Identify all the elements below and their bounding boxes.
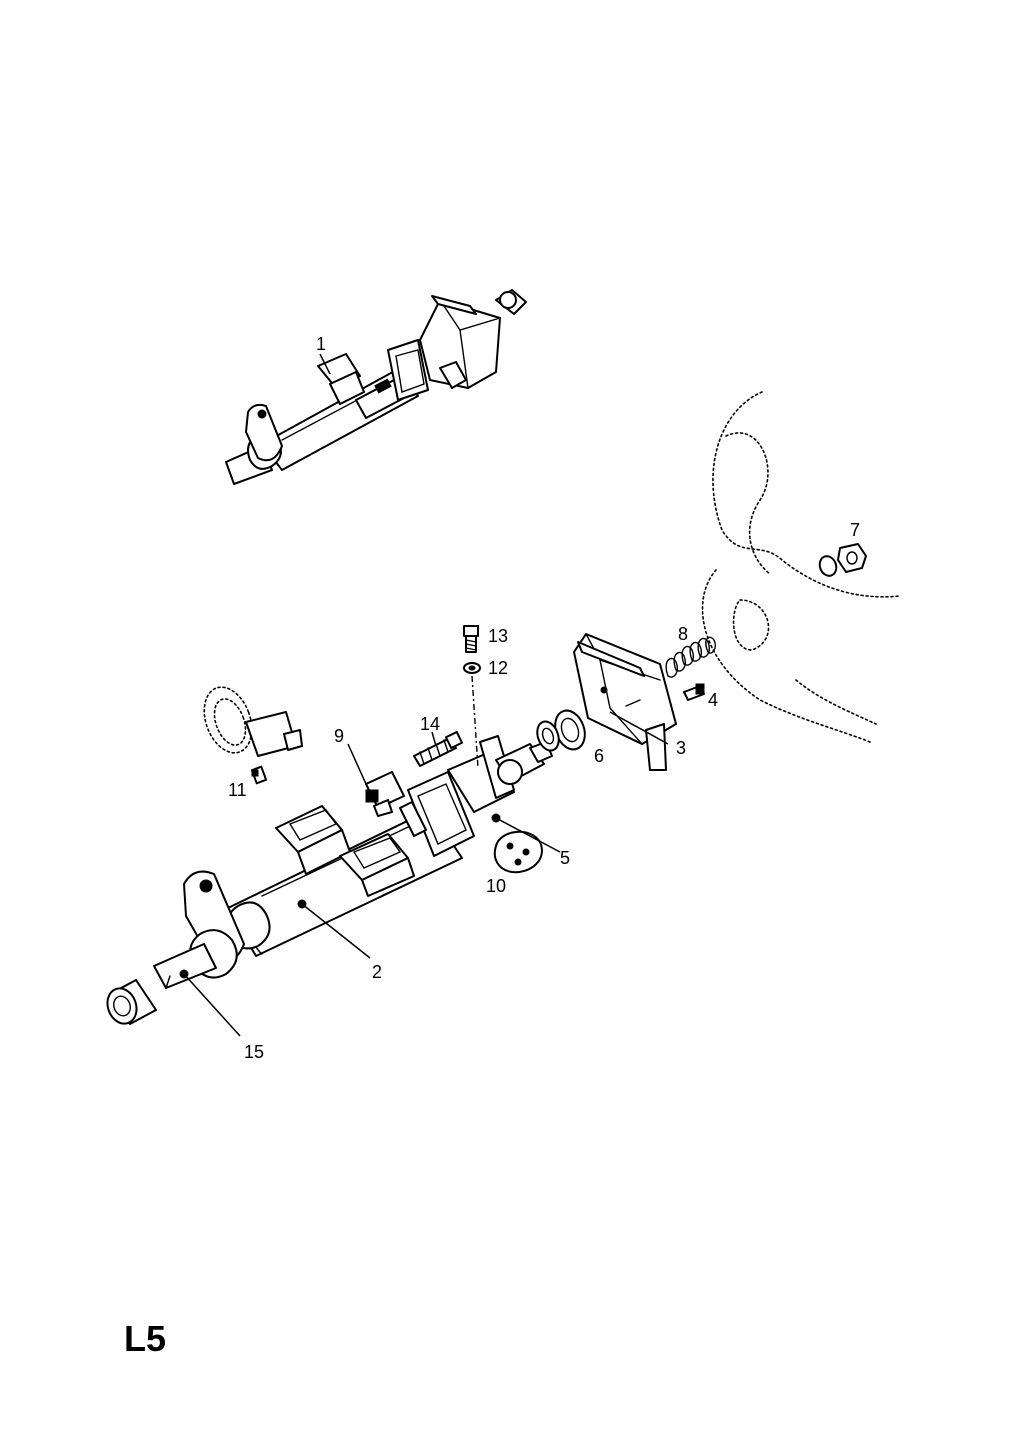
ignition-lock-housing (203, 686, 303, 757)
callout-8: 8 (678, 624, 688, 644)
dashboard-outline-dotted (701, 391, 901, 743)
shaft-end-15 (153, 943, 217, 989)
callout-5: 5 (560, 848, 570, 868)
callout-9: 9 (334, 726, 344, 746)
screw-11 (250, 765, 268, 785)
callout-3: 3 (676, 738, 686, 758)
callout-10: 10 (486, 876, 506, 896)
callout-12: 12 (488, 658, 508, 678)
leader-lines (179, 353, 669, 1037)
callout-13: 13 (488, 626, 508, 646)
page-code: L5 (124, 1318, 167, 1359)
screw-13 (463, 625, 479, 653)
clamp-bracket-9 (365, 771, 405, 817)
callout-labels: 1 2 3 4 5 6 7 8 9 10 11 12 13 14 15 (228, 334, 860, 1062)
nut-7 (818, 543, 867, 577)
callout-2: 2 (372, 962, 382, 982)
callout-15: 15 (244, 1042, 264, 1062)
spring-8 (665, 636, 717, 678)
column-flange (399, 771, 475, 857)
callout-6: 6 (594, 746, 604, 766)
tube-mounting-bracket-right (339, 833, 415, 897)
washer-12 (463, 662, 481, 674)
callout-1: 1 (316, 334, 326, 354)
callout-4: 4 (708, 690, 718, 710)
bolt-4 (683, 683, 705, 701)
upper-column-section-5 (447, 735, 553, 813)
bearing-15 (106, 979, 157, 1025)
bolt-14 (413, 730, 464, 767)
callout-11: 11 (228, 780, 247, 800)
assembly-axis-line (471, 675, 479, 769)
callout-7: 7 (850, 520, 860, 540)
steering-column-assembly-1 (225, 289, 527, 485)
lock-housing-3 (573, 633, 677, 771)
coupling-10 (493, 830, 543, 874)
callout-14: 14 (420, 714, 440, 734)
bearing-6 (536, 709, 586, 752)
